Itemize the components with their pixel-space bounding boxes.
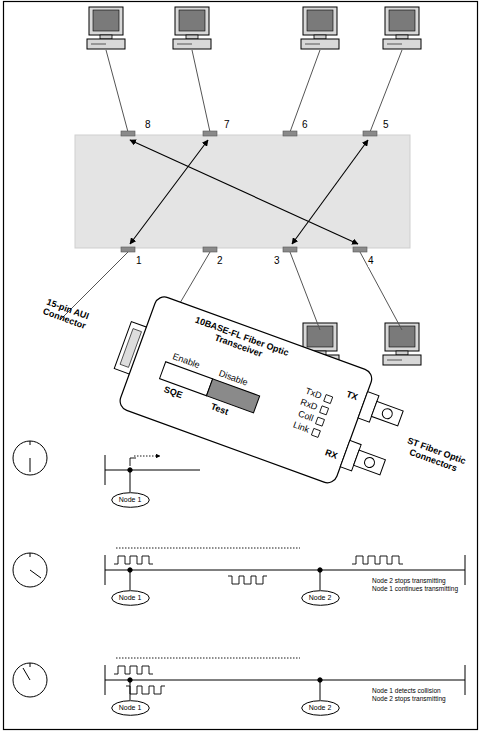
switch-port (283, 131, 297, 136)
node-oval: Node 1 (111, 492, 150, 508)
node-oval: Node 1 (111, 590, 150, 606)
computer-icon (301, 7, 339, 49)
oval-outline (111, 493, 149, 508)
clock-face (30, 663, 31, 667)
computer-icon (87, 7, 125, 49)
transceiver-body (102, 289, 412, 500)
bus-line (105, 570, 465, 571)
clock-face (13, 441, 47, 697)
oval-outline (111, 591, 149, 606)
signal-waveform (134, 456, 160, 457)
bus-line (105, 470, 200, 471)
connector-label: ST Fiber Optic Connectors (401, 435, 468, 476)
clock-face (30, 458, 31, 472)
switch-port (121, 247, 135, 252)
switch-port (203, 131, 217, 136)
network-cable (360, 252, 402, 330)
transceiver-body (381, 407, 394, 420)
switched-path-arrow (130, 140, 368, 244)
transceiver-body (320, 406, 329, 415)
computer-icon (173, 7, 211, 49)
node-tap (130, 470, 131, 492)
signal-waveform (228, 576, 267, 584)
node-oval: Node 2 (301, 700, 340, 716)
node-oval: Node 2 (301, 590, 340, 606)
transceiver-body (117, 294, 374, 485)
switched-path-arrow (292, 140, 368, 244)
transceiver-drawing (86, 274, 435, 515)
signal-waveform (114, 456, 403, 694)
node-tap (320, 570, 321, 590)
switched-path-arrow (130, 140, 208, 244)
clock-face (30, 570, 41, 578)
clock-face (30, 553, 31, 557)
port-number: 2 (217, 255, 223, 267)
event-note: Node 2 stops transmitting (372, 577, 446, 584)
bus-line (465, 665, 466, 695)
node-label: Node 1 (111, 594, 150, 602)
bus-line (465, 555, 466, 585)
port-number: 4 (368, 255, 374, 267)
node-tap (130, 570, 131, 590)
signal-waveform (352, 556, 403, 564)
clock-face (13, 663, 47, 697)
transceiver-body (316, 417, 325, 426)
switch-port (353, 247, 367, 252)
signal-waveform (114, 666, 153, 674)
transceiver-body (311, 428, 320, 437)
oval-outline (111, 701, 149, 716)
node-tap (128, 468, 322, 700)
switch-port (363, 131, 377, 136)
event-note: Node 2 stops transmitting (372, 695, 446, 702)
port-number: 6 (302, 119, 308, 131)
network-cable (370, 50, 402, 132)
transceiver-body (371, 401, 403, 426)
oval-outline (301, 591, 339, 606)
node-oval: Node 1 (111, 700, 150, 716)
transceiver-body (363, 456, 376, 469)
transceiver-body (324, 395, 333, 404)
transceiver-body (354, 450, 386, 475)
event-note: Node 1 continues transmitting (372, 585, 458, 592)
signal-waveform (116, 548, 300, 549)
event-note: Node 1 detects collision (372, 687, 441, 694)
network-cable (290, 252, 320, 330)
network-cable (106, 50, 128, 132)
clock-face (23, 668, 30, 680)
network-cable (290, 50, 320, 132)
signal-waveform (116, 658, 300, 659)
bus-line (105, 680, 465, 681)
network-cable (192, 50, 210, 132)
switched-path-arrow (130, 140, 358, 244)
switch-port (121, 131, 135, 136)
signal-waveform (126, 686, 165, 694)
connector-label: 15-pin AUI Connector (30, 292, 103, 335)
signal-waveform (114, 556, 153, 564)
switch-box (75, 135, 410, 248)
node-label: Node 2 (301, 594, 340, 602)
page-border (4, 2, 478, 730)
node-label: Node 2 (301, 704, 340, 712)
node-label: Node 1 (111, 496, 150, 504)
oval-outline (301, 701, 339, 716)
bus-line (105, 455, 465, 695)
switch-port (203, 247, 217, 252)
transceiver-body (340, 392, 405, 481)
switch-port (121, 131, 377, 252)
clock-face (13, 441, 47, 475)
signal-waveform (130, 458, 136, 466)
port-number: 3 (274, 255, 280, 267)
node-label: Node 1 (111, 704, 150, 712)
clock-face (30, 441, 31, 445)
port-number: 8 (145, 119, 151, 131)
port-number: 7 (224, 119, 230, 131)
node-tap (320, 680, 321, 700)
computer-icon (383, 7, 421, 49)
port-number: 5 (383, 119, 389, 131)
switch-port (283, 247, 297, 252)
port-number: 1 (136, 255, 142, 267)
clock-face (13, 553, 47, 587)
